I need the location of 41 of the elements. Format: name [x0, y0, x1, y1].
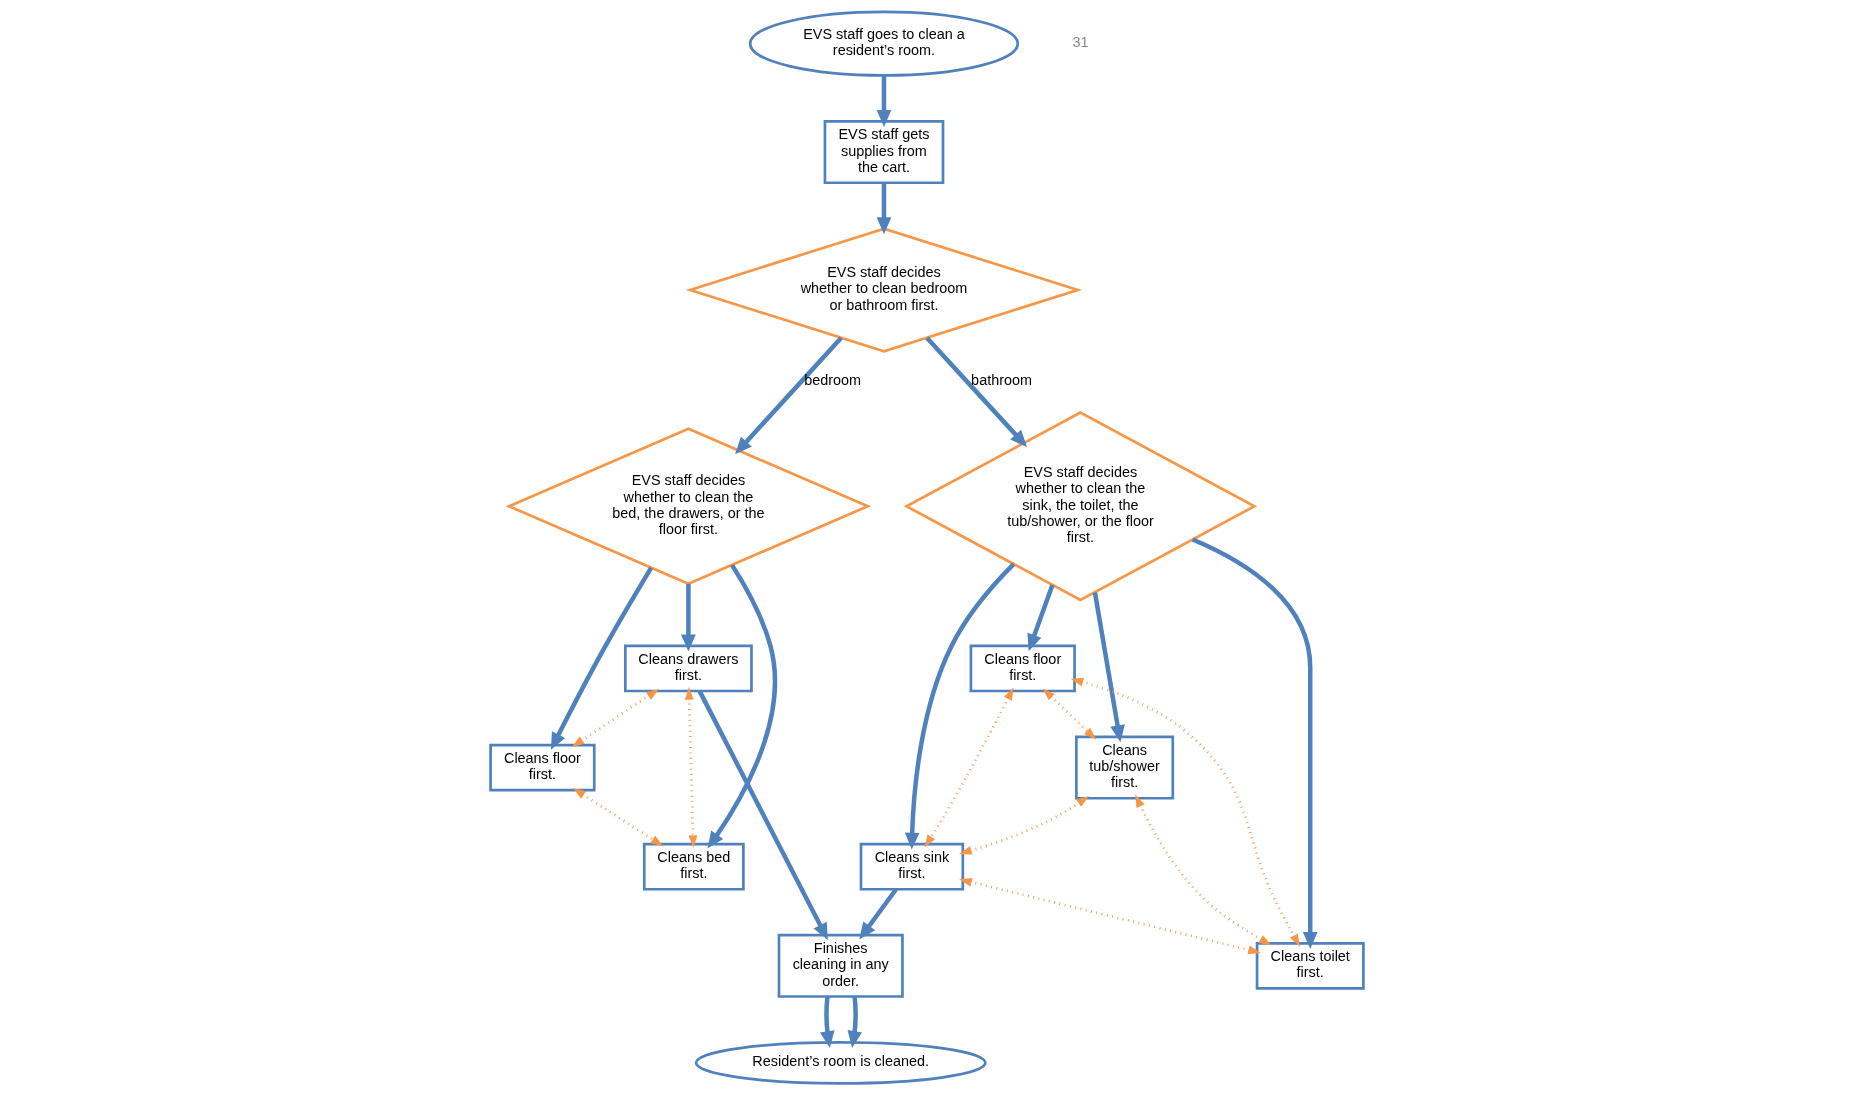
- edge-label: bathroom: [971, 372, 1033, 389]
- arrow: [925, 336, 1028, 448]
- node-box: Cleans drawers first.: [624, 644, 753, 693]
- arrow: [572, 788, 664, 847]
- node-box: Cleans bed first.: [642, 842, 745, 891]
- arrow: [959, 796, 1090, 855]
- node-box: Cleans floor first.: [969, 644, 1076, 693]
- node-box: Cleans sink first.: [859, 842, 965, 891]
- arrow: [571, 688, 660, 748]
- arrow: [876, 182, 892, 235]
- node-box: EVS staff gets supplies from the cart.: [823, 120, 945, 185]
- arrow: [876, 75, 892, 127]
- node-diamond: EVS staff decides whether to clean the bed, the drawers, or the floor first.: [505, 427, 872, 586]
- node-box: Cleans floor first.: [489, 743, 596, 792]
- node-ellipse: Resident’s room is cleaned.: [694, 1041, 987, 1085]
- arrow: [735, 336, 843, 455]
- edge-label: bedroom: [804, 372, 862, 389]
- arrow: [1070, 677, 1300, 947]
- arrow: [819, 996, 835, 1048]
- node-diamond: EVS staff decides whether to clean the sink, the toilet, the tub/shower, or the floor first.: [903, 411, 1258, 602]
- arrow: [1191, 537, 1318, 949]
- arrow: [697, 690, 828, 941]
- node-box: Cleans toilet first.: [1255, 942, 1365, 990]
- arrow: [859, 888, 898, 940]
- node-box: Cleans tub/shower first.: [1075, 735, 1175, 800]
- node-diamond: EVS staff decides whether to clean bedroom or bathroom first.: [685, 227, 1083, 353]
- arrow: [1135, 794, 1272, 946]
- arrow: [550, 566, 654, 750]
- arrow: [1027, 584, 1055, 652]
- node-ellipse: EVS staff goes to clean a resident’s room.: [748, 10, 1020, 77]
- node-box: Finishes cleaning in any order.: [777, 933, 904, 998]
- arrow: [681, 583, 696, 652]
- arrow: [959, 877, 1261, 955]
- arrow: [1092, 592, 1125, 743]
- arrow: [707, 563, 778, 849]
- arrow: [904, 562, 1016, 850]
- arrow: [924, 687, 1014, 848]
- arrow: [847, 996, 863, 1048]
- label: 31: [1072, 34, 1089, 51]
- arrow: [684, 687, 698, 849]
- arrow: [1042, 688, 1097, 740]
